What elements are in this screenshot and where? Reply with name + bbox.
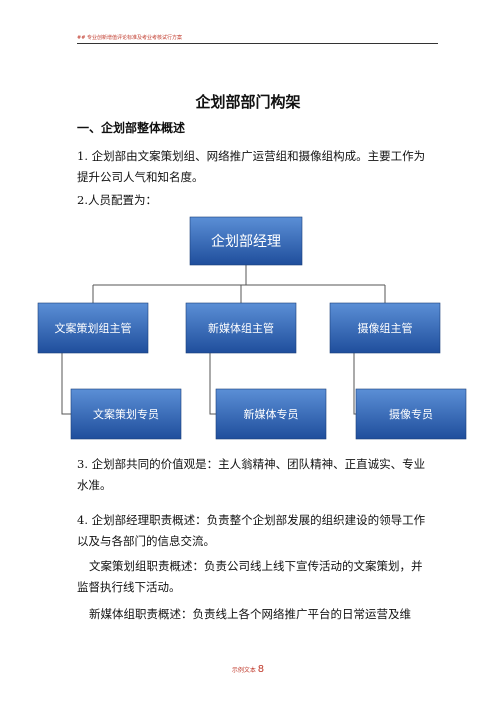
section-heading: 一、企划部整体概述 [77, 121, 186, 135]
org-node-lead-3-label: 摄像组主管 [358, 321, 413, 335]
header-divider [77, 43, 438, 44]
org-node-root-label: 企划部经理 [211, 233, 281, 250]
org-node-member-2-label: 新媒体专员 [244, 407, 299, 421]
org-node-member-2: 新媒体专员 [215, 388, 327, 440]
org-node-member-3-label: 摄像专员 [389, 407, 433, 421]
paragraph-6: 新媒体组职责概述：负责线上各个网络推广平台的日常运营及维 [89, 607, 411, 621]
paragraph-1: 1. 企划部由文案策划组、网络推广运营组和摄像组构成。主要工作为提升公司人气和知… [77, 149, 426, 184]
org-node-lead-2-label: 新媒体组主管 [208, 321, 274, 335]
paragraph-4: 4. 企划部经理职责概述：负责整个企划部发展的组织建设的领导工作以及与各部门的信… [77, 513, 426, 548]
connector-member-3 [353, 353, 356, 415]
footer-text: 示例文本 [231, 667, 256, 674]
org-node-member-1: 文案策划专员 [70, 388, 182, 440]
page-number: 8 [257, 664, 265, 675]
paragraph-3: 3. 企划部共同的价值观是：主人翁精神、团队精神、正直诚实、专业水准。 [77, 457, 426, 492]
org-node-root: 企划部经理 [189, 216, 303, 266]
org-node-lead-1-label: 文案策划组主管 [55, 321, 132, 335]
org-node-lead-1: 文案策划组主管 [37, 302, 149, 354]
org-connectors [61, 265, 386, 415]
connector-member-1 [61, 353, 71, 415]
org-node-lead-2: 新媒体组主管 [185, 302, 297, 354]
org-node-lead-3: 摄像组主管 [329, 302, 441, 354]
paragraph-2: 2.人员配置为： [77, 193, 157, 207]
page-footer: 示例文本 8 [0, 664, 496, 675]
header-text: ## 专业创新增值评论标准及考业考核试行方案 [77, 35, 182, 41]
org-node-member-3: 摄像专员 [355, 388, 467, 440]
paragraph-5: 文案策划组职责概述：负责公司线上线下宣传活动的文案策划，并监督执行线下活动。 [77, 559, 423, 594]
org-node-member-1-label: 文案策划专员 [93, 407, 159, 421]
connector-member-2 [209, 353, 216, 415]
page-title: 企划部部门构架 [195, 93, 301, 111]
